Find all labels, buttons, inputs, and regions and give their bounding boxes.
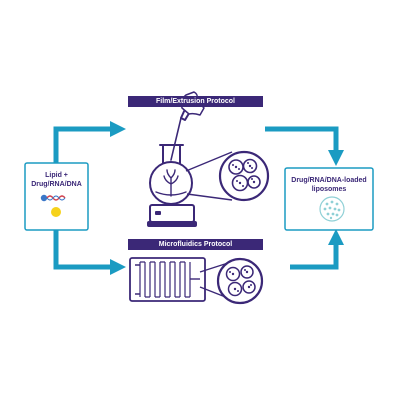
output-label-line2: liposomes — [311, 185, 347, 193]
output-label-line1: Drug/RNA/DNA-loaded — [291, 177, 367, 184]
magnifier-lines-film — [185, 151, 233, 201]
liposome-icon — [319, 196, 345, 222]
film-extrusion-protocol-label: Film/Extrusion Protocol — [128, 96, 263, 107]
magnified-liposomes-film — [218, 150, 270, 202]
arrow-input-to-film — [53, 120, 127, 165]
arrow-film-to-output — [265, 126, 345, 167]
arrow-microfluidics-to-output — [290, 228, 345, 270]
flow-arrows — [53, 120, 345, 276]
output-box-label: Drug/RNA/DNA-loaded liposomes — [285, 177, 373, 194]
magnified-liposomes-microfluidics — [216, 257, 264, 305]
microfluidic-chip-icon — [129, 257, 206, 302]
microfluidics-protocol-label: Microfluidics Protocol — [128, 239, 263, 250]
input-box-label: Lipid + Drug/RNA/DNA — [25, 172, 88, 189]
round-flask-stirrer-icon — [147, 91, 205, 227]
input-label-line1: Lipid + — [45, 172, 68, 179]
input-label-line2: Drug/RNA/DNA — [31, 180, 82, 188]
drug-molecule-icon — [51, 207, 61, 217]
nucleic-acid-icon — [40, 194, 66, 202]
arrow-input-to-microfluidics — [53, 230, 127, 276]
